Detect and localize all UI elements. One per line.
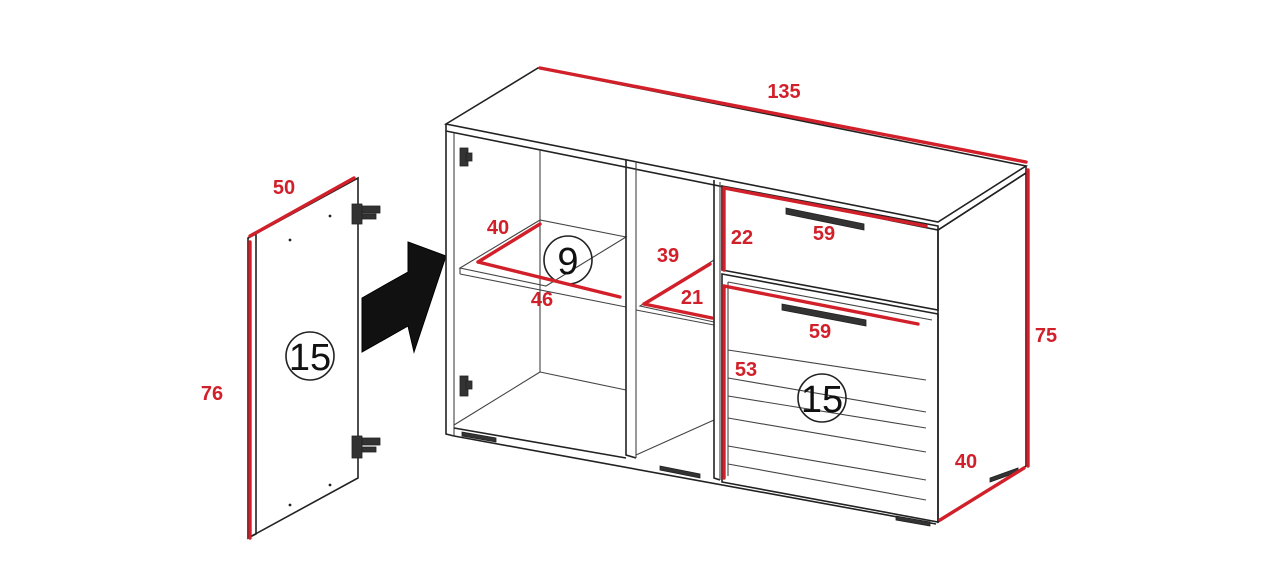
- left-shelf-part-number: 9: [557, 241, 578, 283]
- lower-door-slats: [727, 349, 927, 501]
- door-part-number-circle: [285, 331, 335, 381]
- middle-divider-front: [625, 160, 637, 459]
- lower-door-height-label: 53: [735, 359, 757, 381]
- left-shelf-depth-label: 40: [487, 217, 509, 239]
- drawer-handle: [785, 207, 865, 231]
- lower-door-width-label: 59: [809, 321, 831, 343]
- assembly-arrow: [361, 241, 447, 354]
- door-panel: 15 50 76: [201, 176, 381, 540]
- left-shelf-width-label: 46: [531, 289, 553, 311]
- door-width-label: 50: [273, 177, 295, 199]
- cabinet-width-dimension-line: [538, 66, 1028, 164]
- drawer-height-label: 22: [731, 227, 753, 249]
- middle-shelf-width-label: 21: [681, 287, 703, 309]
- cabinet-left-edge: [445, 131, 455, 437]
- door-part-number: 15: [289, 337, 331, 379]
- cabinet-bottom-edge: [453, 435, 937, 525]
- lower-door-handle: [781, 303, 867, 327]
- middle-shelf-width-dimension-line: [642, 302, 714, 320]
- foot-right: [895, 515, 931, 527]
- lower-door-part-circle: [797, 373, 847, 423]
- cabinet-hinge-top: [459, 147, 473, 167]
- cabinet: 9 15 135 75 40 40 46 39 21 22 59 59 53: [443, 66, 1057, 527]
- drawer-width-label: 59: [813, 223, 835, 245]
- left-shelf-width-dimension-line: [476, 260, 622, 299]
- door-hole-marks: [288, 214, 332, 507]
- left-shelf: [458, 219, 628, 287]
- left-shelf-depth-dimension-line: [476, 222, 542, 264]
- drawer-width-dimension-line: [722, 186, 928, 228]
- drawer-front: [721, 185, 939, 311]
- cabinet-top-edge: [445, 124, 1027, 231]
- door-hinge-bottom: [351, 435, 381, 459]
- lower-door-width-dimension-line: [722, 284, 920, 326]
- cabinet-height-label: 75: [1035, 325, 1057, 347]
- cabinet-depth-label: 40: [955, 451, 977, 473]
- middle-opening-dimension-line: [642, 262, 712, 306]
- foot-left: [461, 431, 497, 443]
- middle-opening-label: 39: [657, 245, 679, 267]
- door-hinge-top: [351, 203, 381, 225]
- cabinet-bottom-front: [453, 427, 627, 459]
- door-height-label: 76: [201, 383, 223, 405]
- cabinet-width-label: 135: [767, 81, 800, 103]
- cabinet-hinge-bottom: [459, 375, 473, 397]
- cabinet-depth-dimension-line: [938, 466, 1026, 522]
- door-width-dimension-line: [248, 176, 356, 238]
- right-divider-front: [713, 180, 721, 481]
- foot-middle: [659, 465, 701, 479]
- lower-door-part-number: 15: [801, 379, 843, 421]
- lower-door-front: [721, 273, 939, 523]
